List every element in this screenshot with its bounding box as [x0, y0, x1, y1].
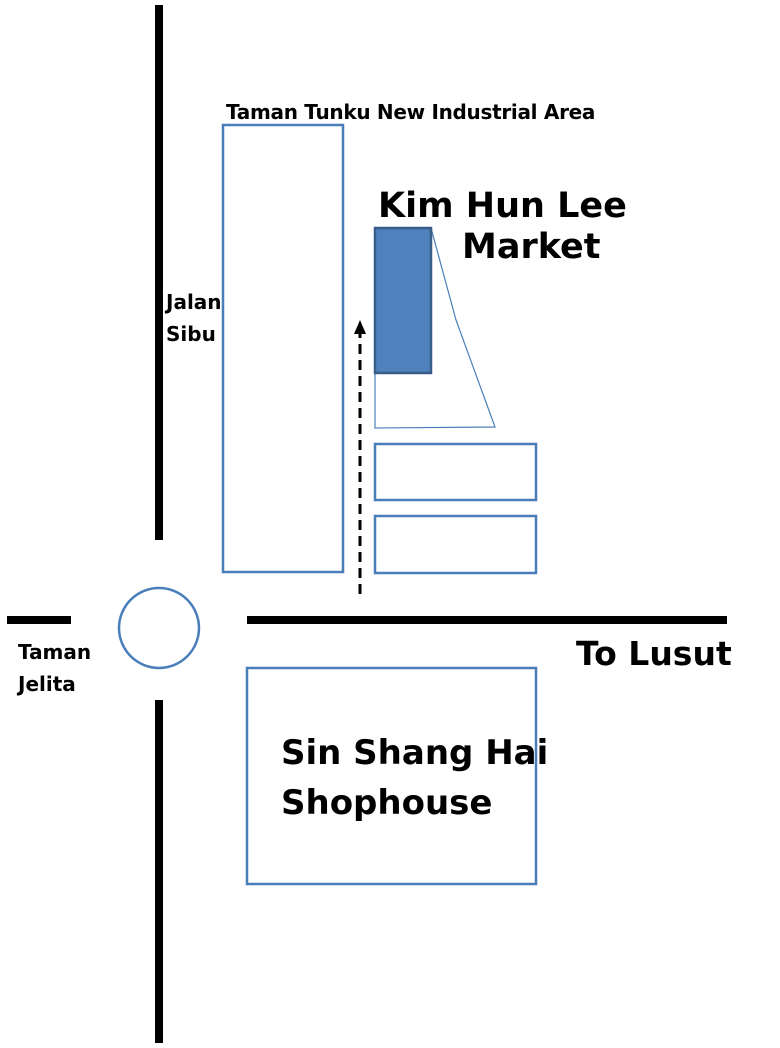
roundabout — [117, 586, 201, 670]
kim-hun-lee-market-building — [373, 226, 433, 375]
label-road-line-1: Jalan — [166, 290, 222, 314]
label-to-lusut: To Lusut — [576, 634, 732, 673]
label-jalan-sibu: Jalan Sibu — [166, 286, 236, 350]
label-market-line-2: Market — [462, 227, 601, 267]
label-taman-jelita: Taman Jelita — [18, 636, 91, 700]
label-market-line-1: Kim Hun Lee — [378, 186, 627, 226]
sin-shang-hai-shophouse-block — [245, 666, 538, 886]
shop-block-lower — [373, 514, 538, 575]
label-shophouse-line-1: Sin Shang Hai — [281, 733, 549, 773]
route-arrow-head-icon — [354, 320, 366, 334]
label-jelita-line-2: Jelita — [18, 672, 76, 696]
label-shophouse-line-2: Shophouse — [281, 783, 493, 823]
label-industrial-area: Taman Tunku New Industrial Area — [226, 100, 596, 124]
shop-block-upper — [373, 442, 538, 502]
label-jelita-line-1: Taman — [18, 640, 92, 664]
industrial-area-building — [221, 123, 345, 574]
label-sin-shang-hai-shophouse: Sin Shang Hai Shophouse — [281, 728, 548, 828]
label-kim-hun-lee-market: Kim Hun Lee Market — [378, 186, 627, 268]
label-road-line-2: Sibu — [166, 322, 216, 346]
